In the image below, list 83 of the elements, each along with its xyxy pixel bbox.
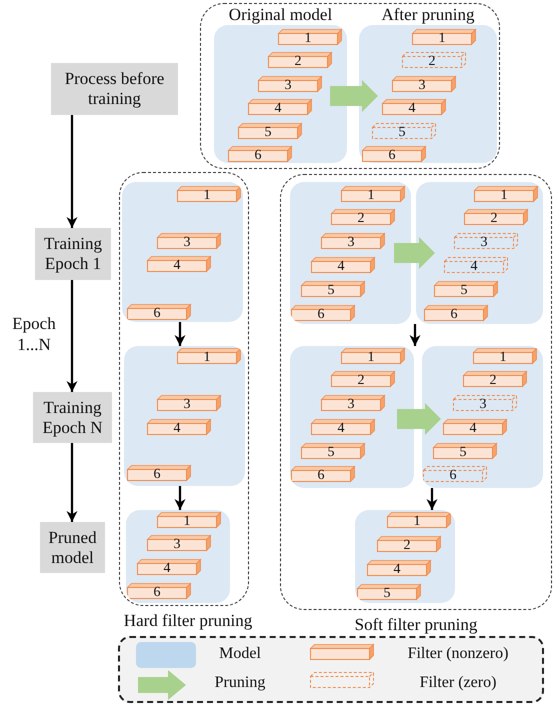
pruning-arrow [397, 403, 441, 435]
pruning-arrow [394, 237, 435, 269]
filter-number: 4 [172, 260, 182, 272]
filter-number: 2 [294, 56, 302, 68]
arrow [66, 115, 78, 228]
group-label: Soft filter pruning [354, 615, 478, 634]
legend-label: Pruning [214, 673, 266, 693]
filter-number: 3 [418, 80, 426, 92]
filter-number: 1 [366, 352, 376, 364]
filter-number: 1 [182, 516, 192, 528]
edge-label: Epoch 1...N [11, 313, 57, 355]
filter-number: 2 [356, 375, 366, 387]
filter-number: 2 [428, 56, 436, 68]
filter-number: 3 [346, 237, 356, 249]
model-panel [355, 510, 455, 603]
step-box: Process before training [51, 63, 178, 115]
step-box: Training Epoch 1 [35, 228, 111, 280]
filter-number: 2 [490, 213, 498, 225]
filter-number: 6 [152, 308, 162, 320]
filter-number: 3 [182, 237, 192, 249]
filter-number: 3 [182, 399, 192, 411]
filter-number: 1 [500, 190, 508, 202]
model-panel [126, 510, 230, 603]
filter-number: 6 [316, 309, 326, 321]
arrow [174, 486, 186, 510]
step-box: Training Epoch N [33, 392, 112, 443]
filter-number: 2 [488, 375, 498, 387]
arrow [66, 280, 78, 392]
filter-number: 1 [412, 516, 422, 528]
filter-number: 1 [202, 352, 212, 364]
filter-number: 2 [402, 540, 412, 552]
filter-number: 1 [304, 33, 312, 45]
model-panel [416, 182, 543, 324]
model-panel [124, 346, 245, 486]
filter-number: 4 [392, 564, 402, 576]
filter-number: 2 [356, 213, 366, 225]
filter-number: 5 [458, 447, 468, 459]
model-panel [122, 182, 243, 322]
filter-number: 5 [326, 447, 336, 459]
filter-number: 4 [274, 103, 282, 115]
filter-number: 5 [460, 285, 468, 297]
filter-number: 5 [264, 127, 272, 139]
filter-number: 6 [388, 150, 396, 162]
pruning-arrow [330, 80, 378, 112]
filter-number: 3 [480, 237, 488, 249]
model-panel [422, 346, 543, 488]
filter-number: 1 [366, 190, 376, 202]
filter-number: 4 [468, 423, 478, 435]
filter-number: 5 [382, 588, 392, 600]
filter-number: 4 [408, 103, 416, 115]
filter-number: 6 [450, 309, 458, 321]
filter-number: 3 [346, 399, 356, 411]
filter-number: 6 [152, 587, 162, 599]
filter-number: 3 [478, 399, 488, 411]
model-panel [290, 346, 414, 488]
filter-number: 6 [152, 469, 162, 481]
filter-number: 4 [470, 261, 478, 273]
filter-number: 1 [498, 352, 508, 364]
filter-number: 1 [438, 33, 446, 45]
legend-label: Model [218, 644, 262, 664]
filter-number: 6 [316, 470, 326, 482]
panel-heading: Original model [228, 6, 334, 25]
filter-number: 3 [284, 80, 292, 92]
filter-number: 4 [336, 423, 346, 435]
filter-number: 4 [162, 563, 172, 575]
arrow [174, 322, 186, 346]
step-box: Pruned model [40, 522, 105, 573]
filter-number: 1 [202, 190, 212, 202]
arrow [410, 324, 420, 346]
arrow [66, 443, 78, 522]
filter-number: 3 [172, 539, 182, 551]
filter-number: 4 [336, 261, 346, 273]
filter-number: 5 [398, 127, 406, 139]
filter-number: 6 [254, 150, 262, 162]
model-panel [290, 182, 411, 324]
filter-number: 6 [448, 470, 458, 482]
group-label: Hard filter pruning [122, 611, 254, 631]
legend-label: Filter (nonzero) [406, 644, 510, 664]
panel-heading: After pruning [380, 6, 476, 25]
arrow [426, 488, 438, 510]
filter-number: 4 [172, 423, 182, 435]
filter-number: 5 [326, 285, 336, 297]
legend-label: Filter (zero) [418, 673, 498, 693]
